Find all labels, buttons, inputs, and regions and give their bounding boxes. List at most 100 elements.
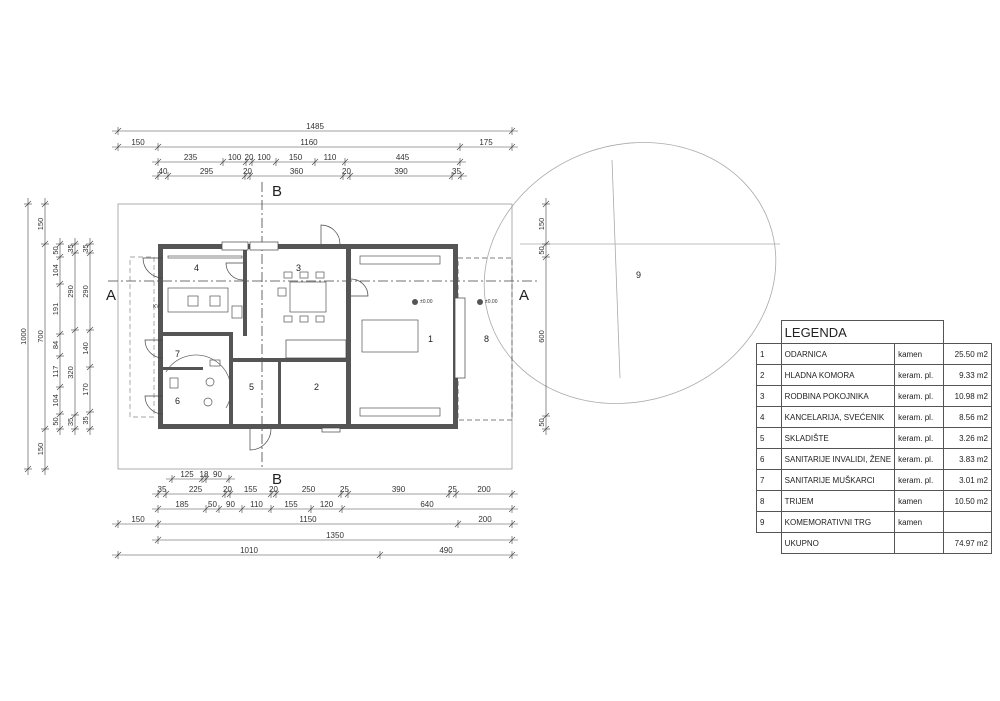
dimension-label: 90 — [226, 500, 235, 509]
dimension-label: 20 — [243, 167, 252, 176]
legend-row-name: TRIJEM — [780, 490, 896, 512]
dimension-label: 290 — [66, 285, 75, 298]
section-mark-a-left: A — [106, 287, 116, 304]
room-number-2: 2 — [314, 382, 319, 392]
room-number-9: 9 — [636, 270, 641, 280]
dimension-label: 140 — [81, 342, 90, 355]
dimension-label: 1485 — [306, 122, 324, 131]
legend-row-area: 3.01 m2 — [942, 469, 993, 491]
legend-row-name: HLADNA KOMORA — [780, 364, 896, 386]
dimension-label: 125 — [180, 470, 194, 479]
dimension-label: 50 — [537, 246, 546, 254]
legend-row-material: kamen — [894, 490, 944, 512]
legend-row-material: keram. pl. — [894, 364, 944, 386]
dimension-label: 150 — [289, 153, 303, 162]
elevation-label-2: ±0.00 — [485, 299, 498, 305]
legend-row-material: kamen — [894, 511, 944, 533]
dimension-label: 150 — [131, 515, 145, 524]
legend-row-number: 2 — [756, 364, 782, 386]
outer-dashed-line — [129, 256, 155, 418]
legend-row-material: keram. pl. — [894, 448, 944, 470]
dimension-label: 490 — [439, 546, 453, 555]
legend-row-material: keram. pl. — [894, 406, 944, 428]
room-number-8: 8 — [484, 334, 489, 344]
legend-row-name: SANITARIJE INVALIDI, ŽENE — [780, 448, 896, 470]
legend-row-area: 3.26 m2 — [942, 427, 993, 449]
dimension-label: 50 — [51, 417, 60, 425]
section-mark-b-bottom: B — [272, 471, 282, 488]
legend-row-name: KOMEMORATIVNI TRG — [780, 511, 896, 533]
legend-row-number: 5 — [756, 427, 782, 449]
dimension-label: 191 — [51, 303, 60, 316]
dimension-label: 390 — [392, 485, 406, 494]
legend-row-number: 1 — [756, 343, 782, 365]
dimension-label: 155 — [244, 485, 258, 494]
site-outline — [117, 203, 513, 470]
legend-row-number: 4 — [756, 406, 782, 428]
dimension-label: 200 — [478, 515, 492, 524]
elevation-label-1: ±0.00 — [420, 299, 433, 305]
dimension-label: 320 — [66, 366, 75, 379]
dimension-label: 640 — [420, 500, 434, 509]
dimension-label: 20 — [223, 485, 232, 494]
furniture — [165, 255, 441, 417]
legend-row-area: 10.98 m2 — [942, 385, 993, 407]
dimension-label: 35 — [158, 485, 167, 494]
legend-row-material: keram. pl. — [894, 427, 944, 449]
dimension-label: 40 — [159, 167, 168, 176]
doors — [142, 224, 369, 451]
dimension-label: 84 — [51, 341, 60, 349]
room-number-3: 3 — [296, 263, 301, 273]
legend-total-row: UKUPNO 74.97 m2 — [757, 532, 993, 554]
section-lines — [108, 182, 540, 470]
section-mark-a-right: A — [519, 287, 529, 304]
dimension-label: 90 — [213, 470, 222, 479]
dimension-label: 50 — [51, 246, 60, 254]
porch-outline — [457, 257, 513, 421]
dimension-label: 20 — [245, 153, 254, 162]
elevation-markers — [412, 299, 483, 305]
dimension-label: 200 — [477, 485, 491, 494]
dimension-label: 50 — [208, 500, 217, 509]
dimension-label: 35 — [66, 418, 75, 426]
room-number-4: 4 — [194, 263, 199, 273]
dimension-label: 150 — [537, 218, 546, 231]
dimension-label: 35 — [81, 244, 90, 252]
dimension-label: 110 — [324, 153, 337, 162]
dimension-label: 390 — [394, 167, 408, 176]
dimension-label: 35 — [452, 167, 461, 176]
room-number-1: 1 — [428, 334, 433, 344]
dimension-label: 25 — [448, 485, 457, 494]
dimension-label: 150 — [131, 138, 145, 147]
dimension-label: 20 — [342, 167, 351, 176]
legend-row-number: 9 — [756, 511, 782, 533]
dimension-label: 104 — [51, 264, 60, 277]
dimension-label: 18 — [200, 470, 209, 479]
dimension-label: 235 — [184, 153, 198, 162]
dimension-label: 35 — [81, 416, 90, 424]
room-number-6: 6 — [175, 396, 180, 406]
legend-row-area: 10.50 m2 — [942, 490, 993, 512]
dimension-label: 175 — [479, 138, 493, 147]
dimension-label: 185 — [175, 500, 189, 509]
legend-row-name: RODBINA POKOJNIKA — [780, 385, 896, 407]
dimension-label: 700 — [36, 330, 45, 343]
dimension-label: 120 — [320, 500, 334, 509]
dimension-label: 100 — [257, 153, 271, 162]
dimension-label: 225 — [189, 485, 203, 494]
dimension-label: 1000 — [19, 328, 28, 345]
legend-row-material: keram. pl. — [894, 385, 944, 407]
dimension-label: 1160 — [300, 138, 318, 147]
dimension-label: 100 — [228, 153, 242, 162]
section-mark-b-top: B — [272, 183, 282, 200]
dimension-label: 295 — [200, 167, 214, 176]
legend-row-number: 8 — [756, 490, 782, 512]
